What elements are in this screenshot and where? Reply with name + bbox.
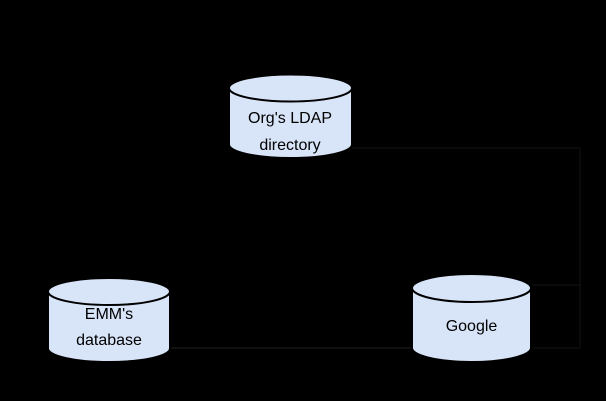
emm-label-line1: EMM's: [85, 306, 133, 323]
ldap-label-line2: directory: [259, 137, 320, 154]
node-orgs-ldap-directory: Org's LDAP directory: [228, 73, 353, 159]
ldap-label-line1: Org's LDAP: [248, 110, 332, 127]
ldap-cylinder-body: [228, 88, 353, 159]
node-google: Google: [411, 273, 532, 363]
google-cylinder-top: [411, 273, 532, 303]
emm-cylinder-body: [47, 291, 171, 363]
emm-cylinder-top: [47, 277, 171, 306]
google-label: Google: [446, 318, 498, 335]
ldap-cylinder-top: [228, 73, 353, 103]
emm-label-line2: database: [76, 332, 142, 349]
google-cylinder-body: [411, 288, 532, 363]
node-emms-database: EMM's database: [47, 277, 171, 363]
